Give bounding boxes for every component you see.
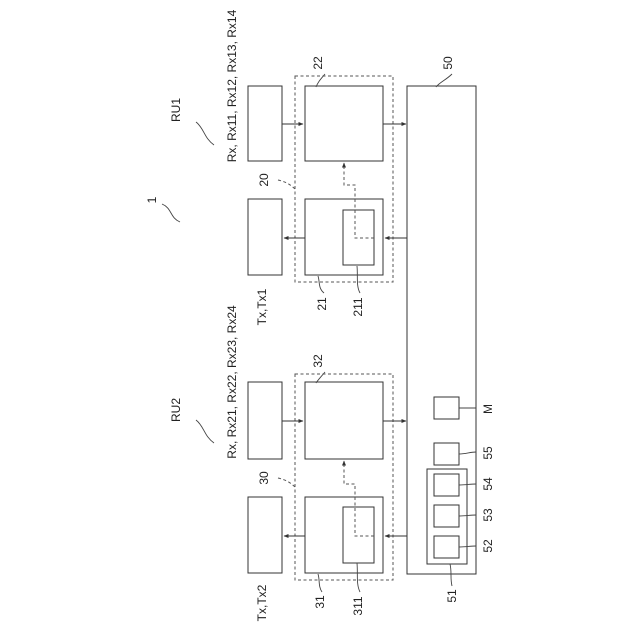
label-31: 31 bbox=[313, 595, 327, 609]
label-30: 30 bbox=[257, 471, 271, 485]
dashed-arrow-311-to-32 bbox=[344, 461, 374, 536]
leader-system-1 bbox=[162, 204, 180, 222]
block-52 bbox=[434, 536, 459, 558]
label-55: 55 bbox=[481, 446, 495, 460]
label-50: 50 bbox=[441, 56, 455, 70]
block-54 bbox=[434, 474, 459, 496]
label-52: 52 bbox=[481, 539, 495, 553]
block-32 bbox=[305, 382, 383, 459]
leader-ru2 bbox=[196, 420, 214, 443]
leader-54 bbox=[459, 484, 476, 485]
leader-30 bbox=[278, 478, 296, 488]
label-211: 211 bbox=[351, 297, 365, 316]
leader-53 bbox=[459, 515, 476, 516]
block-55 bbox=[434, 443, 459, 465]
label-21: 21 bbox=[315, 297, 329, 311]
block-22 bbox=[305, 86, 383, 161]
tx-transmitter-box-ru1 bbox=[248, 199, 282, 275]
block-53 bbox=[434, 505, 459, 527]
label-rx-ru1: Rx, Rx11, Rx12, Rx13, Rx14 bbox=[225, 9, 239, 162]
leader-55 bbox=[459, 452, 476, 454]
leader-20 bbox=[278, 180, 296, 190]
block-51 bbox=[427, 469, 467, 564]
label-system-1: 1 bbox=[145, 196, 159, 203]
label-tx-ru1: Tx,Tx1 bbox=[255, 288, 269, 325]
leader-52 bbox=[459, 546, 476, 547]
dashed-arrow-211-to-22 bbox=[344, 163, 374, 238]
block-311 bbox=[343, 507, 374, 563]
label-rx-ru2: Rx, Rx21, Rx22, Rx23, Rx24 bbox=[225, 305, 239, 459]
leader-211 bbox=[357, 266, 360, 293]
leader-31 bbox=[318, 574, 322, 592]
rx-receiver-box-ru2 bbox=[248, 382, 282, 459]
label-32: 32 bbox=[311, 354, 325, 368]
label-ru1: RU1 bbox=[169, 98, 183, 122]
label-ru2: RU2 bbox=[169, 398, 183, 422]
leader-51 bbox=[450, 564, 452, 586]
leader-50 bbox=[436, 74, 452, 87]
block-50 bbox=[407, 86, 476, 574]
label-tx-ru2: Tx,Tx2 bbox=[255, 584, 269, 621]
leader-ru1 bbox=[196, 122, 214, 145]
block-31 bbox=[305, 497, 383, 573]
leader-21 bbox=[318, 276, 324, 293]
label-22: 22 bbox=[311, 56, 325, 70]
label-311: 311 bbox=[351, 596, 365, 615]
leader-311 bbox=[357, 563, 360, 592]
block-211 bbox=[343, 210, 374, 265]
label-20: 20 bbox=[257, 173, 271, 187]
block-m bbox=[434, 397, 459, 419]
label-54: 54 bbox=[481, 477, 495, 491]
rx-receiver-box-ru1 bbox=[248, 86, 282, 161]
label-53: 53 bbox=[481, 508, 495, 522]
tx-transmitter-box-ru2 bbox=[248, 497, 282, 573]
label-51: 51 bbox=[445, 589, 459, 603]
label-m: M bbox=[481, 404, 495, 414]
